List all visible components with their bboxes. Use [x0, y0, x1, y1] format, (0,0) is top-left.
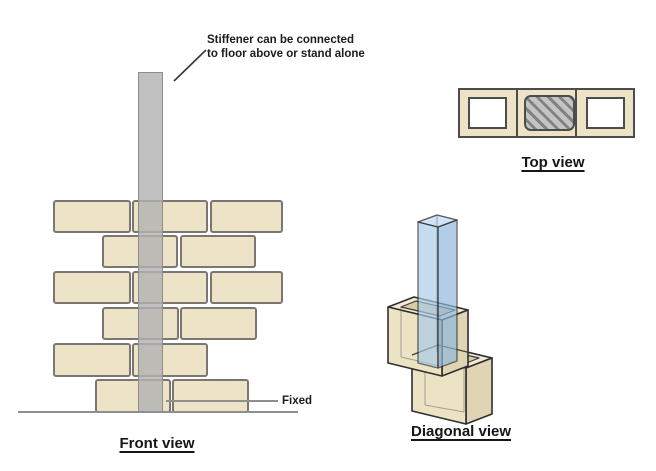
brick: [180, 307, 257, 340]
diagonal-view-drawing: [387, 214, 493, 425]
fixed-label: Fixed: [282, 395, 313, 407]
brick: [53, 200, 131, 233]
fixed-leader-line: [166, 400, 278, 402]
top-view-stiffener-section-hatch: [524, 95, 575, 131]
stiffener-column: [138, 72, 163, 413]
top-view-left-core: [468, 97, 507, 129]
lower-block-hidden-edge: [424, 404, 465, 413]
top-view-right-core: [586, 97, 625, 129]
annotation-line-2: to floor above or stand alone: [207, 48, 365, 60]
brick: [53, 271, 131, 304]
ground-line: [18, 411, 298, 413]
brick: [180, 235, 256, 268]
stiffener-annotation: Stiffener can be connected to floor abov…: [207, 33, 365, 61]
front-view-label: Front view: [119, 435, 195, 452]
top-view-divider-left: [516, 88, 518, 138]
brick: [53, 343, 131, 377]
top-view-divider-right: [575, 88, 577, 138]
annotation-leader-line: [173, 49, 207, 82]
brick: [210, 271, 283, 304]
diagonal-view-label: Diagonal view: [410, 423, 512, 440]
brick: [210, 200, 283, 233]
annotation-line-1: Stiffener can be connected: [207, 34, 354, 46]
top-view-label: Top view: [521, 154, 585, 171]
